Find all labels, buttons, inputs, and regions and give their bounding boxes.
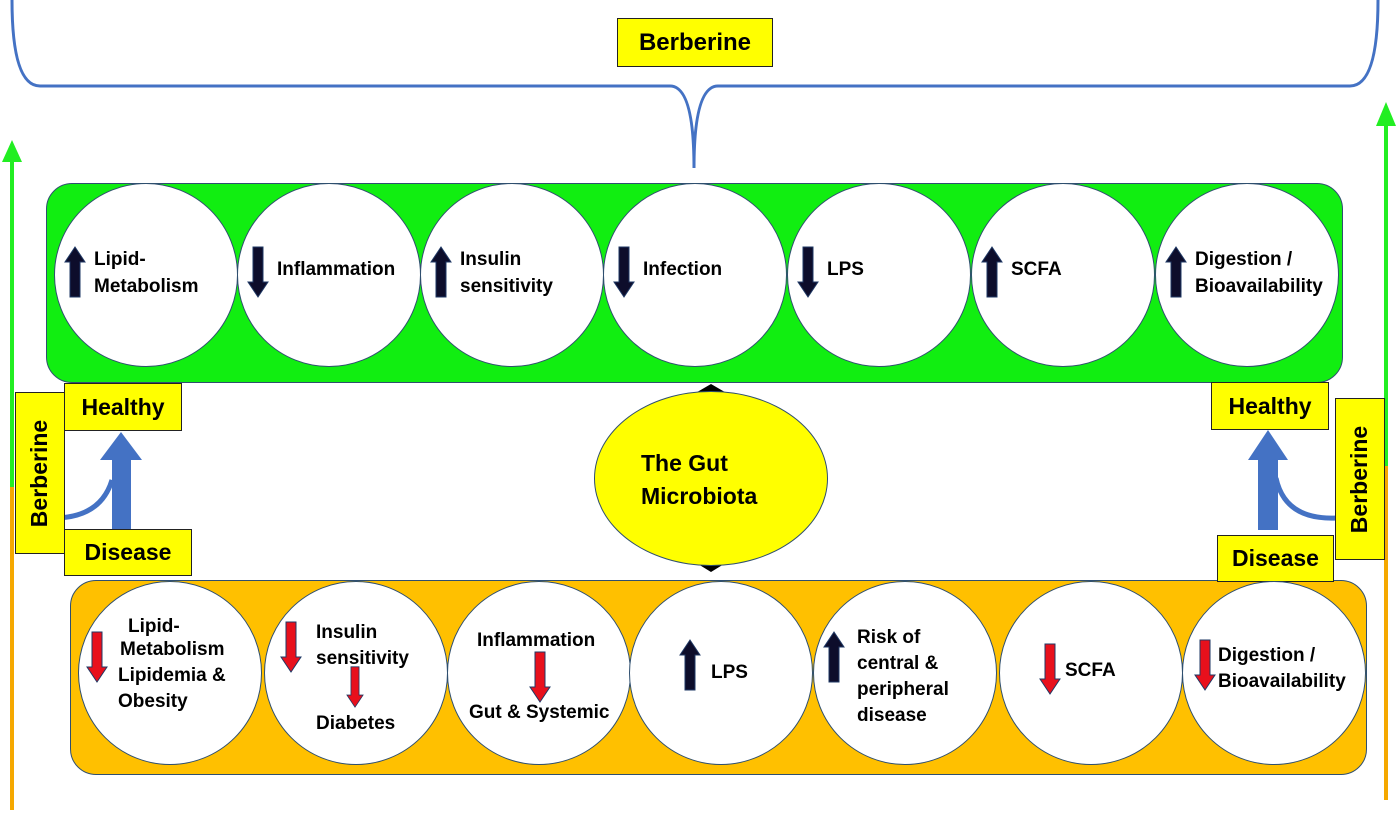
disease-circle-label: peripheral — [857, 679, 949, 700]
healthy-down-arrow — [247, 246, 269, 298]
disease-circle — [999, 581, 1183, 765]
disease-up-arrow — [823, 631, 845, 683]
left-line-arrowhead — [2, 140, 22, 162]
healthy-up-arrow — [981, 246, 1003, 298]
healthy-circle-label: Infection — [643, 259, 723, 280]
healthy-circle — [420, 183, 604, 367]
disease-circle-label: Lipidemia & — [118, 665, 226, 686]
disease-circle-label: sensitivity — [316, 648, 409, 669]
disease-circle-label: Obesity — [118, 691, 188, 712]
disease-circle-label: Inflammation — [477, 630, 596, 651]
healthy-circle — [1155, 183, 1339, 367]
healthy-circle-label: sensitivity — [460, 276, 553, 297]
healthy-circle — [237, 183, 421, 367]
healthy-circle-label: Metabolism — [94, 276, 199, 297]
right-berberine-label: Berberine — [1335, 398, 1385, 560]
right-blue-arrow — [1248, 430, 1288, 530]
left-disease-label: Disease — [64, 529, 192, 576]
healthy-circle — [971, 183, 1155, 367]
healthy-up-arrow — [430, 246, 452, 298]
healthy-up-arrow — [64, 246, 86, 298]
disease-circle-label: central & — [857, 653, 939, 674]
healthy-circle-label: Lipid- — [94, 249, 146, 270]
left-healthy-label: Healthy — [64, 383, 182, 431]
disease-circle-label: Lipid- — [128, 616, 180, 637]
disease-circle-label: Insulin — [316, 622, 378, 643]
disease-circle-label: LPS — [711, 662, 748, 683]
disease-circle-label: Diabetes — [316, 713, 396, 734]
disease-circle-label: Bioavailability — [1218, 671, 1346, 692]
gut-microbiota-ellipse — [594, 391, 828, 566]
center-label-line2: Microbiota — [641, 483, 758, 509]
left-blue-arrow — [100, 432, 142, 536]
healthy-circle-label: Inflammation — [277, 259, 396, 280]
disease-circle-label: Digestion / — [1218, 645, 1316, 666]
healthy-up-arrow — [1165, 246, 1187, 298]
healthy-circle — [787, 183, 971, 367]
disease-circle-label: SCFA — [1065, 660, 1116, 681]
right-line-arrowhead — [1376, 102, 1396, 126]
healthy-circle — [603, 183, 787, 367]
right-healthy-label: Healthy — [1211, 382, 1329, 430]
healthy-down-arrow — [797, 246, 819, 298]
disease-down-red-arrow — [529, 651, 551, 703]
disease-circle-label: disease — [857, 705, 927, 726]
healthy-down-arrow — [613, 246, 635, 298]
left-berberine-label: Berberine — [15, 392, 65, 554]
healthy-circle-label: LPS — [827, 259, 864, 280]
disease-circle — [1182, 581, 1366, 765]
disease-up-arrow — [679, 639, 701, 691]
healthy-circle-label: SCFA — [1011, 259, 1062, 280]
healthy-circle — [54, 183, 238, 367]
disease-circle-label: Metabolism — [120, 639, 225, 660]
disease-down-red-arrow — [280, 621, 302, 673]
top-berberine-label: Berberine — [617, 18, 773, 67]
disease-circle — [629, 581, 813, 765]
right-disease-label: Disease — [1217, 535, 1334, 582]
disease-down-red-arrow — [346, 666, 364, 708]
disease-circle-label: Risk of — [857, 627, 921, 648]
center-label-line1: The Gut — [641, 450, 728, 476]
disease-circle — [78, 581, 262, 765]
right-curve — [1273, 477, 1337, 521]
disease-down-red-arrow — [1039, 643, 1061, 695]
healthy-circle-label: Digestion / — [1195, 249, 1293, 270]
disease-circle — [813, 581, 997, 765]
top-brace — [10, 0, 1380, 169]
healthy-circle-label: Bioavailability — [1195, 276, 1323, 297]
disease-down-red-arrow — [1194, 639, 1216, 691]
disease-circle-label: Gut & Systemic — [469, 702, 610, 723]
healthy-circle-label: Insulin — [460, 249, 522, 270]
disease-down-red-arrow — [86, 631, 108, 683]
